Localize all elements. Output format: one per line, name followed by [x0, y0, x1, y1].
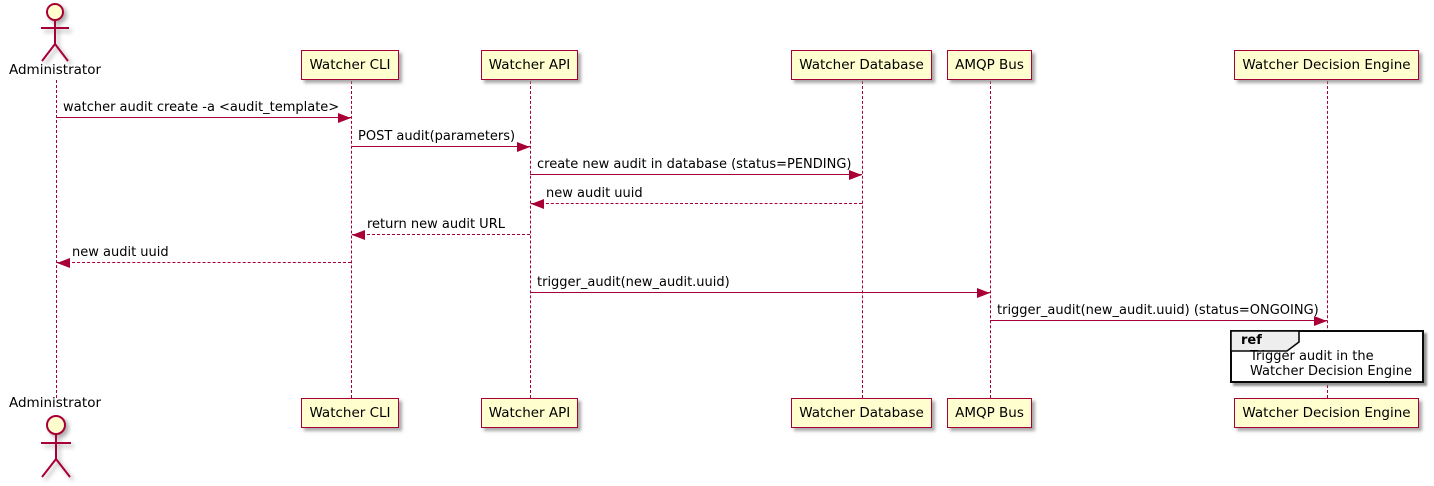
message-label: create new audit in database (status=PEN…	[537, 157, 852, 172]
participant-label: AMQP Bus	[955, 57, 1024, 73]
arrowhead-icon	[531, 198, 544, 209]
actor-label-bottom: Administrator	[8, 395, 102, 411]
message-label: trigger_audit(new_audit.uuid)	[537, 275, 730, 290]
message-label: new audit uuid	[546, 186, 643, 201]
participant-label: Watcher Decision Engine	[1242, 57, 1411, 73]
participant-label: Watcher CLI	[309, 57, 391, 73]
participant-top-watcher-decision-engine: Watcher Decision Engine	[1234, 50, 1419, 80]
arrowhead-icon	[977, 287, 990, 298]
actor-icon	[41, 415, 71, 478]
message-line	[352, 234, 530, 235]
actor-label-top: Administrator	[8, 62, 102, 78]
arrowhead-icon	[517, 141, 530, 152]
arrowhead-icon	[352, 229, 365, 240]
arrowhead-icon	[338, 112, 351, 123]
message-label: POST audit(parameters)	[358, 129, 516, 144]
ref-header-pentagon	[1231, 331, 1300, 352]
participant-top-watcher-api: Watcher API	[481, 50, 578, 80]
lifeline-watcher-cli	[350, 81, 352, 398]
arrowhead-icon	[1314, 315, 1327, 326]
lifeline-watcher-api	[529, 81, 531, 398]
message-line	[530, 174, 862, 175]
ref-keyword: ref	[1241, 333, 1262, 348]
actor-icon	[41, 3, 69, 62]
participant-bottom-watcher-database: Watcher Database	[791, 398, 932, 428]
participant-bottom-amqp-bus: AMQP Bus	[947, 398, 1032, 428]
message-line	[531, 203, 862, 204]
message-line	[990, 320, 1327, 321]
participant-label: Watcher Database	[799, 405, 924, 421]
participant-label: Watcher Decision Engine	[1242, 405, 1411, 421]
arrowhead-icon	[57, 257, 70, 268]
participant-bottom-watcher-cli: Watcher CLI	[301, 398, 399, 428]
participant-bottom-watcher-api: Watcher API	[481, 398, 578, 428]
message-label: new audit uuid	[72, 245, 169, 260]
message-label: trigger_audit(new_audit.uuid) (status=ON…	[997, 303, 1319, 318]
lifeline-watcher-database	[861, 81, 863, 398]
lifeline-amqp-bus	[989, 81, 991, 398]
participant-label: Watcher API	[488, 405, 571, 421]
message-line	[351, 146, 530, 147]
participant-top-watcher-cli: Watcher CLI	[301, 50, 399, 80]
ref-text-line: Watcher Decision Engine	[1250, 364, 1412, 379]
message-line	[56, 117, 351, 118]
message-label: return new audit URL	[367, 217, 505, 232]
lifeline-administrator	[55, 80, 57, 398]
lifeline-watcher-decision-engine	[1326, 81, 1328, 398]
arrowhead-icon	[849, 169, 862, 180]
participant-top-amqp-bus: AMQP Bus	[947, 50, 1032, 80]
participant-top-watcher-database: Watcher Database	[791, 50, 932, 80]
message-line	[530, 292, 990, 293]
ref-fragment: ref Trigger audit in the Watcher Decisio…	[1230, 330, 1424, 383]
message-line	[57, 262, 351, 263]
participant-label: Watcher CLI	[309, 405, 391, 421]
ref-text-line: Trigger audit in the	[1250, 349, 1374, 364]
participant-label: AMQP Bus	[955, 405, 1024, 421]
participant-label: Watcher Database	[799, 57, 924, 73]
message-label: watcher audit create -a <audit_template>	[63, 100, 340, 115]
participant-label: Watcher API	[488, 57, 571, 73]
participant-bottom-watcher-decision-engine: Watcher Decision Engine	[1234, 398, 1419, 428]
